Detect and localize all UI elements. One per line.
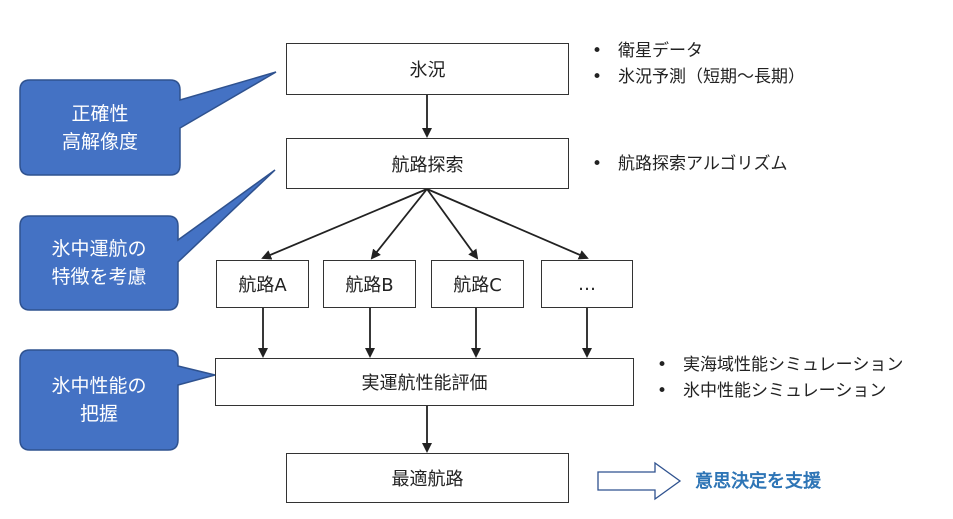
callout-accuracy-line-2: 高解像度 (61, 130, 138, 153)
node-route-search-label: 航路探索 (391, 154, 464, 176)
node-optimal: 最適航路 (286, 453, 569, 503)
notes-route-search: 航路探索アルゴリズム (592, 151, 788, 177)
node-route-a: 航路A (216, 260, 309, 308)
node-optimal-label: 最適航路 (391, 469, 464, 490)
support-label: 意思決定を支援 (695, 471, 821, 492)
callout-features-line-2: 特徴を考慮 (51, 266, 147, 288)
callout-accuracy-line-1: 正確性 (71, 102, 129, 125)
callout-features: 氷中運航の 特徴を考慮 (20, 216, 178, 310)
callout-performance: 氷中性能の 把握 (20, 350, 178, 450)
arrow-search-to-route-more (426, 188, 589, 260)
arrow-search-to-route-a (261, 188, 428, 260)
notes-ice: 衛星データ 氷況予測（短期～長期） (592, 38, 805, 90)
note-route-search-1: 航路探索アルゴリズム (592, 151, 788, 177)
callout-performance-line-2: 把握 (79, 403, 118, 425)
node-route-search: 航路探索 (286, 138, 569, 189)
note-evaluation-2: 氷中性能シミュレーション (657, 378, 903, 404)
support-block-arrow (597, 461, 682, 501)
arrow-search-to-route-b (370, 188, 428, 260)
node-route-b-label: 航路B (345, 275, 394, 296)
arrow-search-to-route-c (426, 188, 479, 260)
note-ice-1: 衛星データ (592, 38, 805, 64)
node-route-a-label: 航路A (238, 275, 287, 296)
node-evaluation-label: 実運航性能評価 (361, 373, 488, 394)
callout-features-shape (19, 169, 276, 311)
node-route-more-label: … (578, 273, 596, 295)
note-ice-2: 氷況予測（短期～長期） (592, 64, 805, 90)
callout-performance-shape (19, 349, 216, 451)
notes-evaluation: 実海域性能シミュレーション 氷中性能シミュレーション (657, 352, 903, 404)
callout-accuracy-shape (19, 71, 277, 176)
note-evaluation-1: 実海域性能シミュレーション (657, 352, 903, 378)
node-route-b: 航路B (323, 260, 416, 308)
node-evaluation: 実運航性能評価 (215, 358, 634, 406)
node-route-c: 航路C (431, 260, 524, 308)
callout-features-line-1: 氷中運航の (51, 238, 147, 260)
node-ice-label: 氷況 (409, 60, 446, 81)
callout-accuracy: 正確性 高解像度 (20, 80, 180, 175)
node-route-c-label: 航路C (453, 275, 502, 296)
callout-performance-line-1: 氷中性能の (51, 375, 147, 397)
node-route-more: … (541, 260, 633, 308)
node-ice: 氷況 (286, 43, 569, 95)
